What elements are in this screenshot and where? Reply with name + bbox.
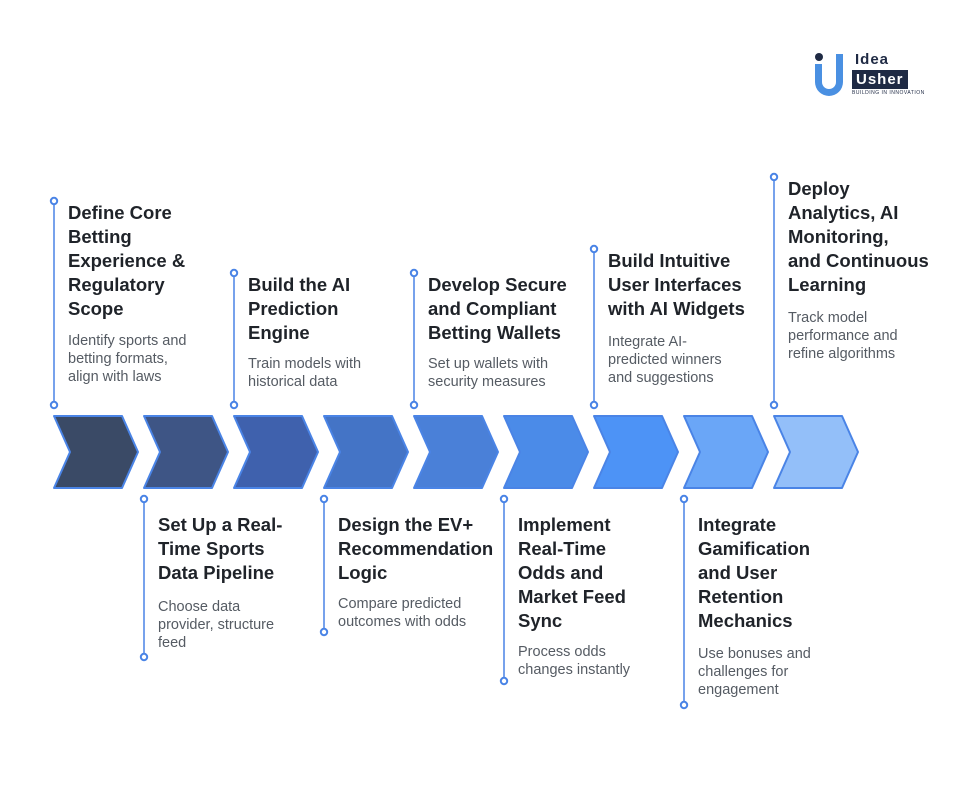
step-7-desc: Integrate AI- predicted winners and sugg… (608, 334, 722, 386)
step-3-title: Build the AI Prediction Engine (248, 274, 351, 343)
step-5-desc: Set up wallets with security measures (428, 356, 549, 390)
connector-dot-6-2 (499, 676, 509, 686)
step-1-title: Define Core Betting Experience & Regulat… (68, 202, 186, 319)
step-1: Define Core Betting Experience & Regulat… (68, 201, 228, 386)
step-6-title: Implement Real-Time Odds and Market Feed… (518, 514, 626, 631)
connector-dot-1-2 (49, 400, 59, 410)
chevron-step-1 (53, 415, 139, 489)
connector-dot-9-1 (769, 172, 779, 182)
connector-dot-5-2 (409, 400, 419, 410)
chevron-step-6 (503, 415, 589, 489)
step-8: Integrate Gamification and User Retentio… (698, 513, 858, 699)
step-9: Deploy Analytics, AI Monitoring, and Con… (788, 177, 948, 363)
connector-dot-4-2 (319, 627, 329, 637)
chevron-step-5 (413, 415, 499, 489)
connector-dot-2-2 (139, 652, 149, 662)
step-6: Implement Real-Time Odds and Market Feed… (518, 513, 678, 679)
step-9-desc: Track model performance and refine algor… (788, 310, 898, 362)
connector-dot-9-2 (769, 400, 779, 410)
logo-mark-icon (815, 53, 843, 96)
step-4-title: Design the EV+ Recommendation Logic (338, 514, 494, 583)
step-6-desc: Process odds changes instantly (518, 644, 631, 678)
chevron-step-4 (323, 415, 409, 489)
step-7: Build Intuitive User Interfaces with AI … (608, 249, 768, 387)
idea-usher-logo: Idea Usher BUILDING IN INNOVATION (812, 48, 937, 100)
connector-dot-2-1 (139, 494, 149, 504)
logo-tagline: BUILDING IN INNOVATION (852, 90, 925, 96)
step-2-desc: Choose data provider, structure feed (158, 599, 275, 651)
step-4-desc: Compare predicted outcomes with odds (338, 596, 467, 630)
step-2-title: Set Up a Real- Time Sports Data Pipeline (158, 514, 283, 583)
connector-dot-3-2 (229, 400, 239, 410)
chevron-step-8 (683, 415, 769, 489)
chevron-step-7 (593, 415, 679, 489)
step-5-title: Develop Secure and Compliant Betting Wal… (428, 274, 567, 343)
step-8-desc: Use bonuses and challenges for engagemen… (698, 646, 811, 698)
step-4: Design the EV+ Recommendation Logic Comp… (338, 513, 498, 631)
step-8-title: Integrate Gamification and User Retentio… (698, 514, 811, 631)
step-3: Build the AI Prediction Engine Train mod… (248, 273, 408, 391)
chevron-step-9 (773, 415, 859, 489)
connector-dot-1-1 (49, 196, 59, 206)
connector-dot-7-1 (589, 244, 599, 254)
chevron-step-3 (233, 415, 319, 489)
connector-dot-7-2 (589, 400, 599, 410)
connector-dot-8-2 (679, 700, 689, 710)
connector-dot-8-1 (679, 494, 689, 504)
connector-dot-4-1 (319, 494, 329, 504)
step-5: Develop Secure and Compliant Betting Wal… (428, 273, 588, 391)
step-1-desc: Identify sports and betting formats, ali… (68, 333, 187, 385)
step-2: Set Up a Real- Time Sports Data Pipeline… (158, 513, 318, 652)
logo-word-top: Idea (855, 51, 890, 68)
connector-dot-5-1 (409, 268, 419, 278)
chevron-step-2 (143, 415, 229, 489)
step-7-title: Build Intuitive User Interfaces with AI … (608, 250, 745, 319)
connector-dot-3-1 (229, 268, 239, 278)
connector-dot-6-1 (499, 494, 509, 504)
logo-word-bottom: Usher (852, 70, 908, 89)
step-3-desc: Train models with historical data (248, 356, 362, 390)
step-9-title: Deploy Analytics, AI Monitoring, and Con… (788, 178, 929, 295)
